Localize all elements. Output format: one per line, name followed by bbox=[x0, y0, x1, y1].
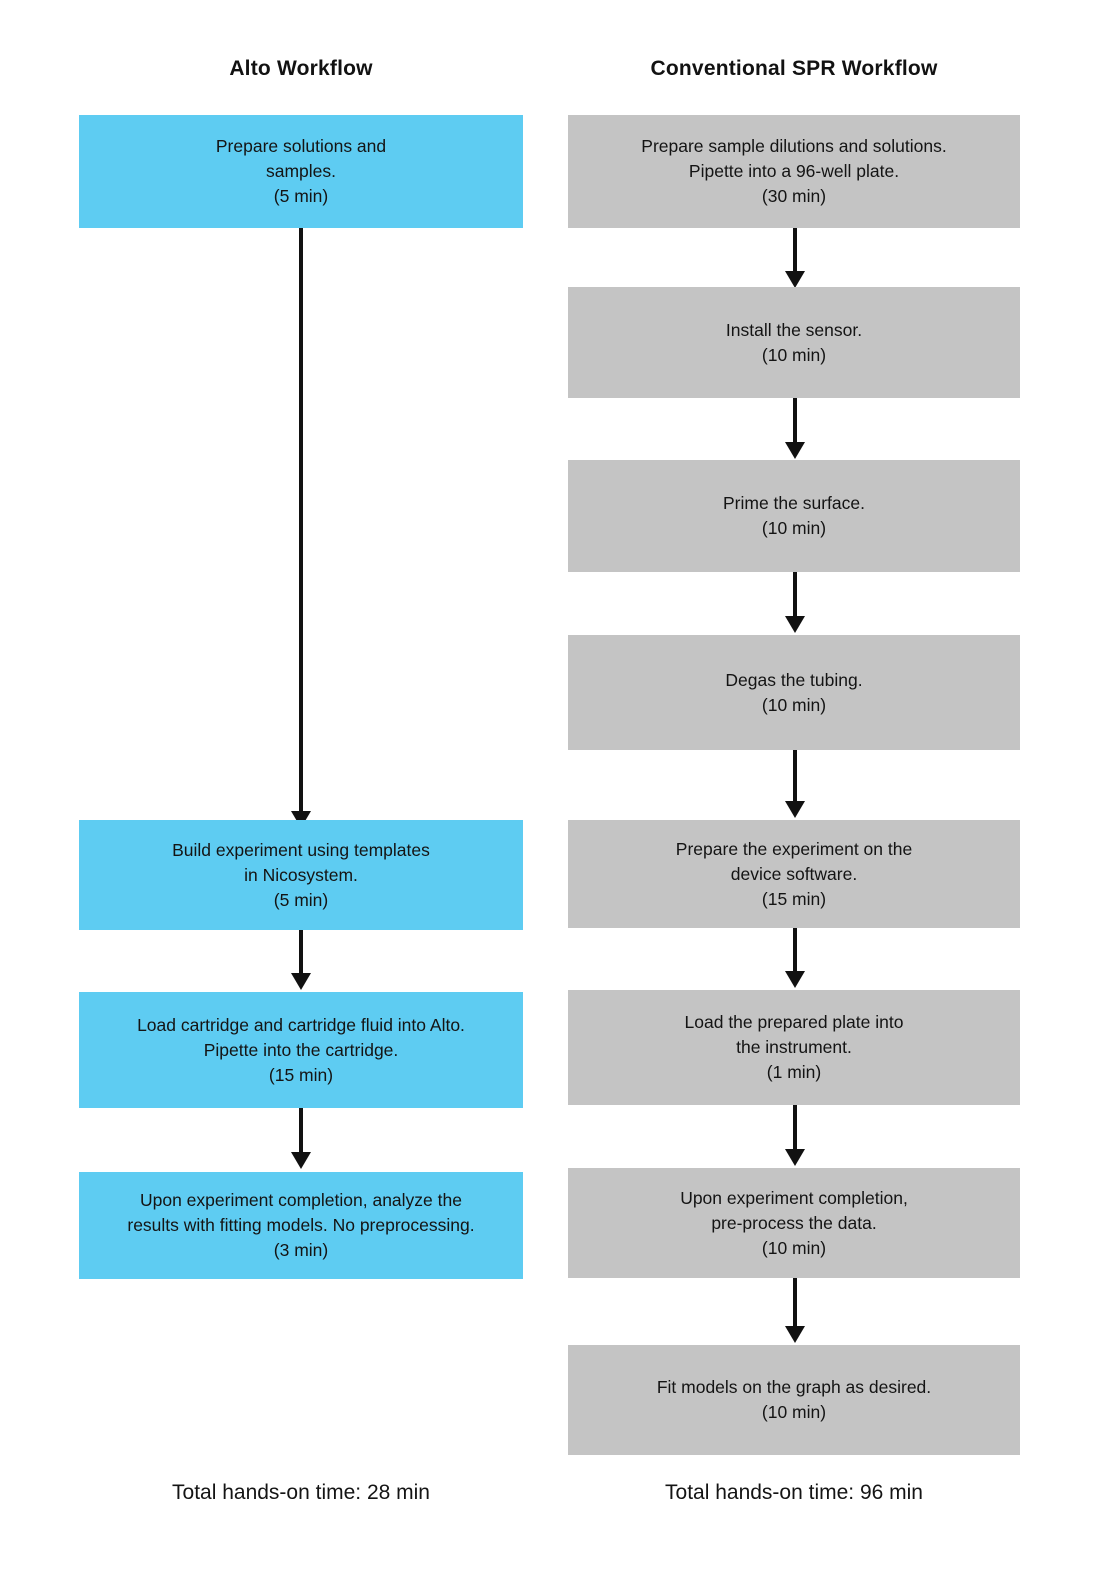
alto-step-1-text: Prepare solutions and samples. (5 min) bbox=[215, 136, 387, 206]
spr-step-7-text: Upon experiment completion, pre-process … bbox=[680, 1187, 908, 1258]
spr-step-6[interactable]: Load the prepared plate into the instrum… bbox=[568, 990, 1020, 1105]
alto-step-3[interactable]: Load cartridge and cartridge fluid into … bbox=[79, 992, 523, 1108]
spr-step-4-text: Degas the tubing. (10 min) bbox=[725, 669, 863, 715]
column-title-alto: Alto Workflow bbox=[229, 57, 373, 80]
spr-step-3[interactable]: Prime the surface. (10 min) bbox=[568, 460, 1020, 572]
alto-step-3-text: Load cartridge and cartridge fluid into … bbox=[137, 1014, 465, 1085]
alto-step-4-text: Upon experiment completion, analyze the … bbox=[127, 1190, 475, 1260]
spr-step-5[interactable]: Prepare the experiment on the device sof… bbox=[568, 820, 1020, 928]
spr-step-2[interactable]: Install the sensor. (10 min) bbox=[568, 287, 1020, 398]
spr-step-3-text: Prime the surface. (10 min) bbox=[723, 493, 865, 538]
alto-step-4[interactable]: Upon experiment completion, analyze the … bbox=[79, 1172, 523, 1279]
alto-step-2-text: Build experiment using templates in Nico… bbox=[172, 839, 430, 910]
spr-step-8-text: Fit models on the graph as desired. (10 … bbox=[656, 1377, 932, 1422]
spr-step-1[interactable]: Prepare sample dilutions and solutions. … bbox=[568, 115, 1020, 228]
spr-total-time: Total hands-on time: 96 min bbox=[665, 1481, 923, 1504]
alto-step-1[interactable]: Prepare solutions and samples. (5 min) bbox=[79, 115, 523, 228]
column-title-conventional-spr: Conventional SPR Workflow bbox=[650, 57, 938, 80]
spr-step-8[interactable]: Fit models on the graph as desired. (10 … bbox=[568, 1345, 1020, 1455]
alto-step-2[interactable]: Build experiment using templates in Nico… bbox=[79, 820, 523, 930]
spr-step-5-text: Prepare the experiment on the device sof… bbox=[675, 838, 913, 909]
spr-step-6-text: Load the prepared plate into the instrum… bbox=[684, 1012, 904, 1082]
spr-step-2-text: Install the sensor. (10 min) bbox=[725, 319, 863, 365]
spr-step-7[interactable]: Upon experiment completion, pre-process … bbox=[568, 1168, 1020, 1278]
spr-step-4[interactable]: Degas the tubing. (10 min) bbox=[568, 635, 1020, 750]
spr-step-1-text: Prepare sample dilutions and solutions. … bbox=[641, 136, 947, 206]
alto-total-time: Total hands-on time: 28 min bbox=[172, 1481, 430, 1504]
